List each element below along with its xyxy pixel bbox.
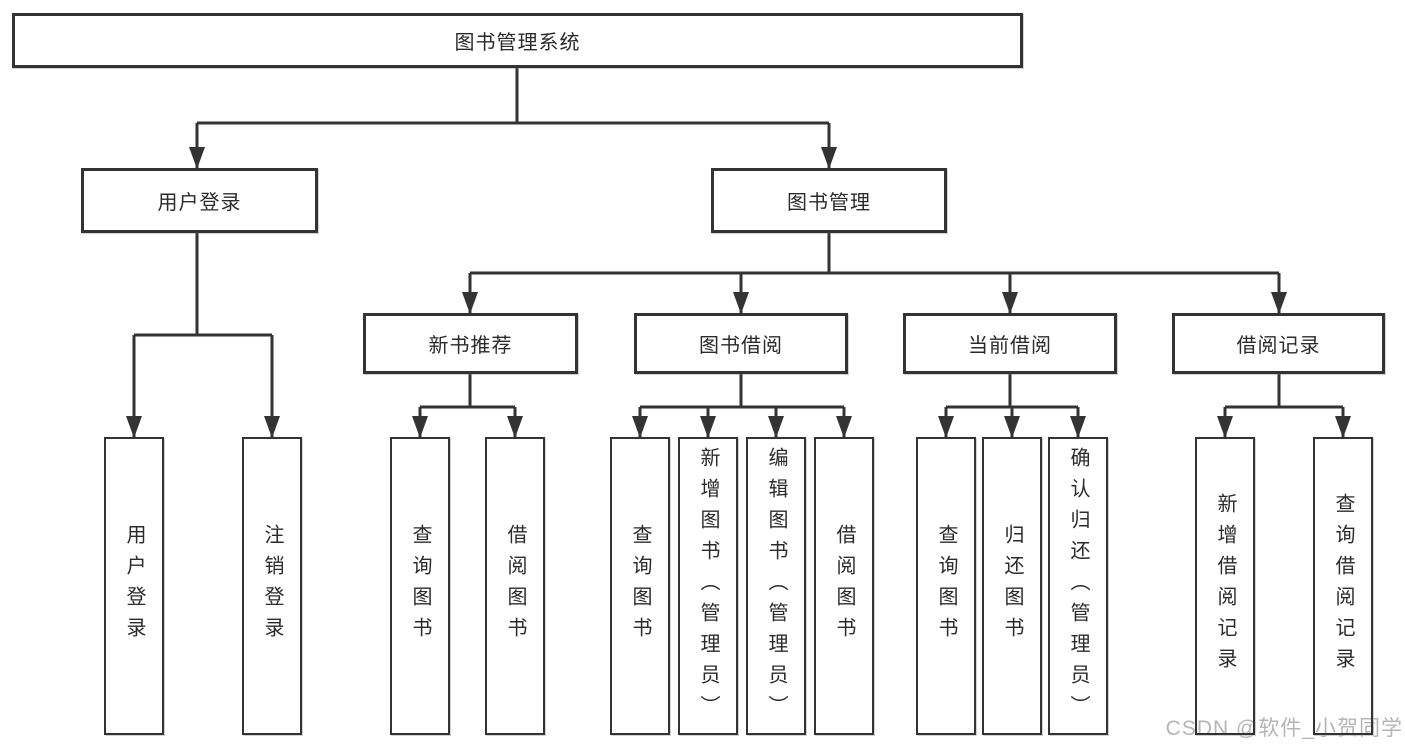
node-label: 图书管理系统 (454, 32, 581, 54)
leaf-query-books-current: 查询图书 (916, 437, 976, 735)
leaf-add-book-admin: 新增图书（管理员） (678, 437, 738, 735)
leaf-edit-book-admin: 编辑图书（管理员） (746, 437, 806, 735)
leaf-borrow-books-recommend: 借阅图书 (485, 437, 545, 735)
node-label: 查询图书 (409, 524, 431, 648)
node-label: 借阅图书 (833, 524, 855, 648)
leaf-return-book: 归还图书 (982, 437, 1042, 735)
csdn-watermark: CSDN @软件_小贺同学 (1165, 717, 1403, 740)
leaf-query-borrow-record: 查询借阅记录 (1313, 437, 1373, 735)
node-label: 查询借阅记录 (1332, 493, 1354, 679)
leaf-confirm-return-admin: 确认归还（管理员） (1048, 437, 1108, 735)
node-label: 新增图书（管理员） (697, 446, 719, 726)
node-label: 借阅记录 (1236, 335, 1321, 357)
leaf-logout: 注销登录 (242, 437, 302, 735)
leaf-borrow-books-borrowing: 借阅图书 (814, 437, 874, 735)
node-label: 图书管理 (787, 192, 871, 214)
node-label: 查询图书 (935, 524, 957, 648)
node-library-system: 图书管理系统 (12, 13, 1023, 68)
node-label: 新书推荐 (428, 335, 513, 357)
node-label: 用户登录 (157, 192, 242, 214)
leaf-user-login: 用户登录 (104, 437, 164, 735)
node-new-book-recommend: 新书推荐 (363, 313, 578, 374)
node-book-management: 图书管理 (711, 168, 947, 233)
node-label: 借阅图书 (504, 524, 526, 648)
node-current-borrowing: 当前借阅 (903, 313, 1117, 374)
node-label: 当前借阅 (968, 335, 1052, 357)
node-label: 图书借阅 (699, 335, 783, 357)
leaf-query-books-recommend: 查询图书 (390, 437, 450, 735)
node-label: 用户登录 (123, 524, 145, 648)
node-label: 编辑图书（管理员） (765, 446, 787, 726)
node-user-login: 用户登录 (81, 168, 318, 233)
node-label: 新增借阅记录 (1214, 493, 1236, 679)
node-book-borrowing: 图书借阅 (634, 313, 848, 374)
node-label: 确认归还（管理员） (1067, 446, 1089, 726)
node-label: 注销登录 (261, 524, 283, 648)
node-label: 查询图书 (629, 524, 651, 648)
node-borrowing-records: 借阅记录 (1172, 313, 1385, 374)
leaf-add-borrow-record: 新增借阅记录 (1195, 437, 1255, 735)
leaf-query-books-borrowing: 查询图书 (610, 437, 670, 735)
node-label: 归还图书 (1001, 524, 1023, 648)
